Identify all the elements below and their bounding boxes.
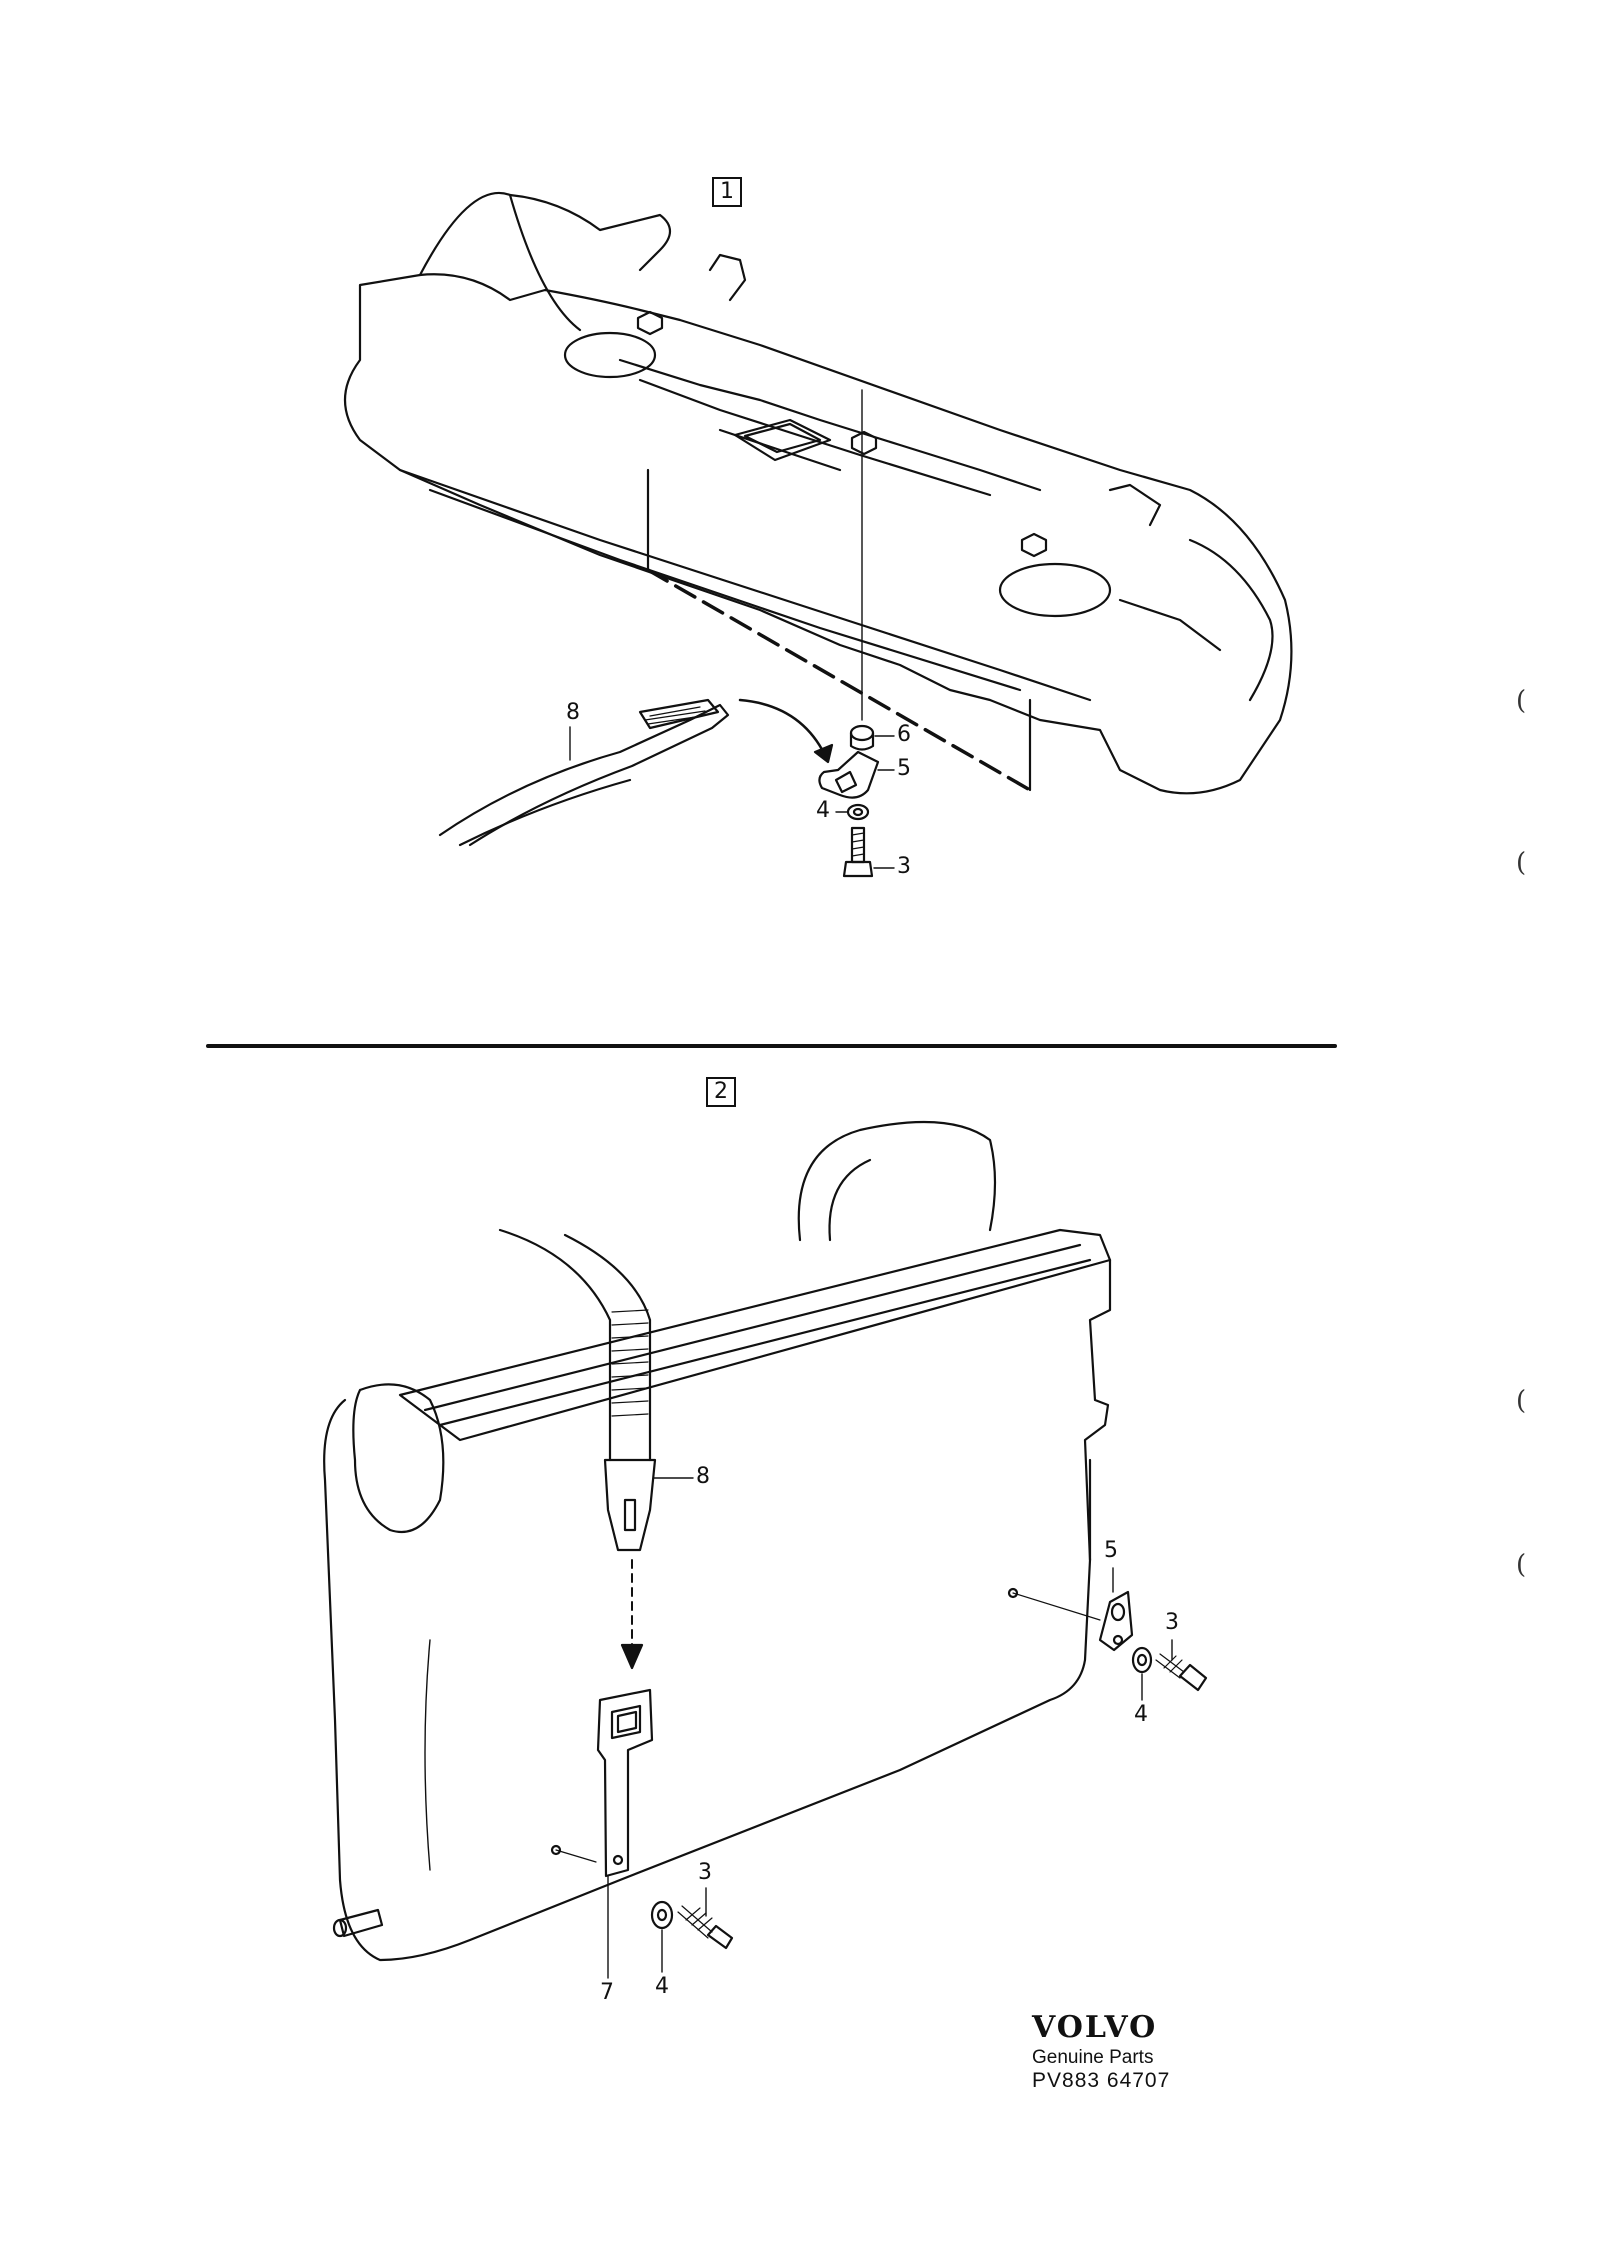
- callout-4-washer: 4: [816, 798, 830, 823]
- callout-3-bolt: 3: [897, 854, 911, 879]
- margin-mark: (: [1516, 686, 1527, 716]
- section-number-2: 2: [706, 1077, 736, 1107]
- hardware-stack-bottom-left: [650, 1887, 734, 1973]
- margin-mark: (: [1516, 1386, 1527, 1416]
- callout-3-bolt-right: 3: [1165, 1610, 1179, 1635]
- callout-8-strap-lower: 8: [696, 1464, 710, 1489]
- volvo-logo: VOLVO: [1032, 2010, 1158, 2045]
- hardware-stack-top: [569, 724, 895, 878]
- strap-8-bottom: [498, 1228, 694, 1979]
- brand-block: VOLVO Genuine Parts PV883 64707: [1032, 2010, 1212, 2093]
- brand-subtitle: Genuine Parts: [1032, 2047, 1154, 2068]
- callout-7-buckle: 7: [600, 1980, 614, 2005]
- callout-8-strap: 8: [566, 700, 580, 725]
- margin-mark: (: [1516, 848, 1527, 878]
- callout-4-washer-right: 4: [1134, 1702, 1148, 1727]
- seat-backrest-drawing: [323, 1120, 1112, 1962]
- margin-mark: (: [1516, 1550, 1527, 1580]
- part-code: PV883 64707: [1032, 2069, 1171, 2092]
- hardware-stack-bottom-right: [1012, 1567, 1208, 1701]
- callout-4-washer-left: 4: [655, 1974, 669, 1999]
- parcel-shelf-drawing: [343, 191, 1293, 795]
- callout-5-bracket: 5: [897, 756, 911, 781]
- callout-3-bolt-left: 3: [698, 1860, 712, 1885]
- strap-8-top: [438, 698, 834, 847]
- callout-5-bracket-lower: 5: [1104, 1538, 1118, 1563]
- callout-6-spacer: 6: [897, 722, 911, 747]
- section-number-1: 1: [712, 177, 742, 207]
